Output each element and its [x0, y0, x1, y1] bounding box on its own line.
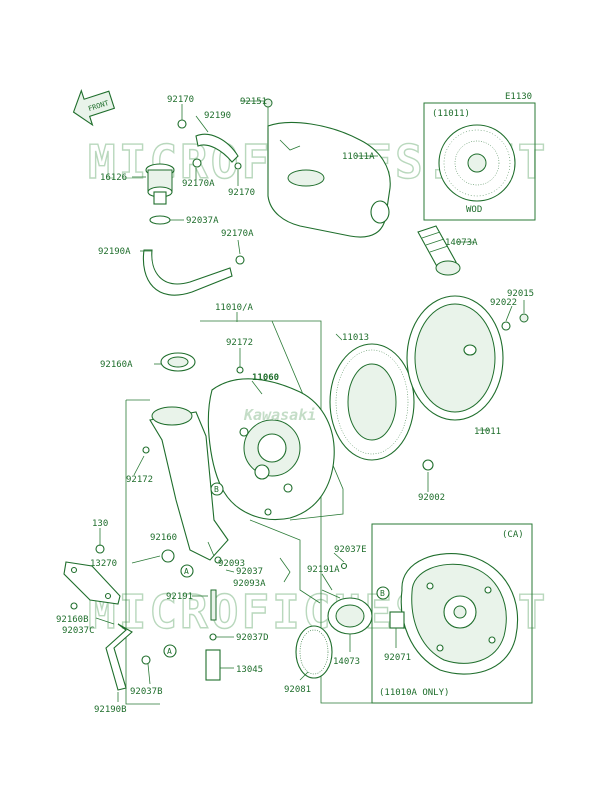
inset-ca-caption: (CA): [502, 530, 524, 540]
inset-wod-part: (11011): [432, 109, 470, 119]
inset-ca: (CA) (11010A ONLY): [371, 523, 533, 704]
callout-b-2: B: [376, 586, 390, 600]
label-92190: 92190: [204, 111, 231, 121]
small-hardware: [141, 366, 434, 681]
inset-ca-note: (11010A ONLY): [379, 688, 449, 698]
base-plate: [207, 378, 335, 520]
part-labels: 92151 92170 92190 16126 92170A 92170 110…: [56, 95, 534, 715]
label-92172-top: 92172: [226, 338, 253, 348]
intake-duct: [149, 406, 229, 561]
svg-text:B: B: [214, 485, 219, 494]
label-92191A: 92191A: [307, 565, 340, 575]
label-13045: 13045: [236, 665, 263, 675]
label-13270: 13270: [90, 559, 117, 569]
intake-tube: [417, 225, 461, 276]
label-92160B: 92160B: [56, 615, 89, 625]
label-92190A: 92190A: [98, 247, 131, 257]
label-11011A: 11011A: [342, 152, 375, 162]
label-92037B: 92037B: [130, 687, 163, 697]
svg-text:A: A: [184, 567, 189, 576]
label-92037C: 92037C: [62, 626, 95, 636]
label-92037E: 92037E: [334, 545, 367, 555]
drain-hose: [105, 623, 133, 691]
label-92191: 92191: [166, 592, 193, 602]
label-11011: 11011: [474, 427, 501, 437]
inset-wod-caption: WOD: [466, 205, 482, 215]
leader-lines: [95, 100, 525, 702]
svg-text:B: B: [380, 589, 385, 598]
label-11013: 11013: [342, 333, 369, 343]
label-92170-top: 92170: [167, 95, 194, 105]
diagram-code: E1130: [505, 92, 532, 102]
label-92015: 92015: [507, 289, 534, 299]
label-92160: 92160: [150, 533, 177, 543]
label-14073: 14073: [333, 657, 360, 667]
label-92037A: 92037A: [186, 216, 219, 226]
label-92151: 92151: [240, 97, 267, 107]
label-11060: 11060: [252, 373, 279, 383]
air-cleaner-cover: [406, 295, 504, 421]
front-arrow-icon: FRONT: [72, 88, 116, 127]
logo-text: Kawasaki: [243, 406, 316, 424]
airbox-cover: [267, 121, 391, 238]
label-92071: 92071: [384, 653, 411, 663]
label-92037D: 92037D: [236, 633, 269, 643]
callout-a-1: A: [180, 564, 194, 578]
label-11010A: 11010/A: [215, 303, 254, 313]
bracket: [63, 544, 121, 605]
label-92037: 92037: [236, 567, 263, 577]
label-92170-mid: 92170: [228, 188, 255, 198]
label-92081: 92081: [284, 685, 311, 695]
label-92170A-2: 92170A: [221, 229, 254, 239]
label-14073A: 14073A: [445, 238, 478, 248]
air-filter-element: [329, 343, 415, 461]
breather-assembly: [142, 98, 273, 296]
callout-b-1: B: [210, 482, 224, 496]
label-92002: 92002: [418, 493, 445, 503]
label-92093A: 92093A: [233, 579, 266, 589]
svg-text:A: A: [167, 647, 172, 656]
label-92170A-1: 92170A: [182, 179, 215, 189]
label-92022: 92022: [490, 298, 517, 308]
label-92093: 92093: [218, 559, 245, 569]
label-130: 130: [92, 519, 108, 529]
inset-wod: (11011) WOD: [423, 102, 536, 221]
callout-a-2: A: [163, 644, 177, 658]
label-92172-left: 92172: [126, 475, 153, 485]
label-16126: 16126: [100, 173, 127, 183]
label-92190B: 92190B: [94, 705, 127, 715]
label-92160A: 92160A: [100, 360, 133, 370]
